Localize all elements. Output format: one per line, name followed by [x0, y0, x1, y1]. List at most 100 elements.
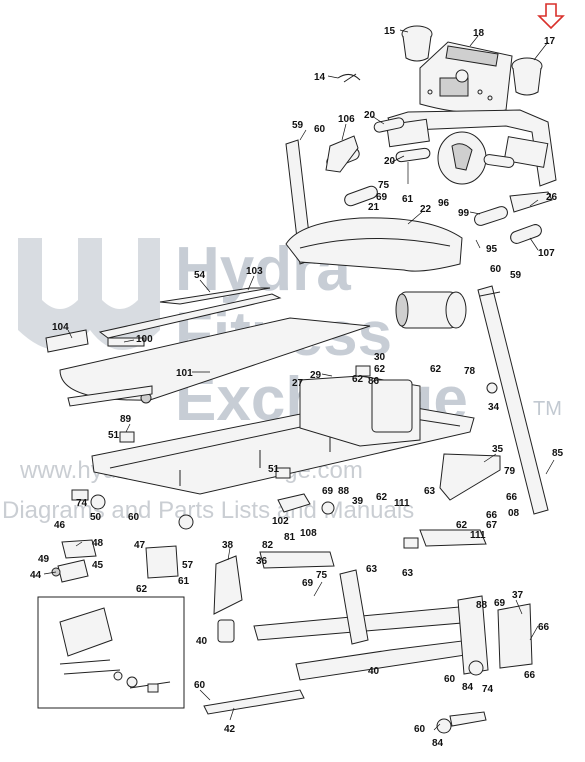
inset-cap-b: [126, 676, 138, 688]
callout-103: 103: [246, 266, 263, 277]
foot-bracket: [449, 711, 487, 727]
belt-edge: [67, 385, 153, 407]
callout-62d: 62: [376, 492, 388, 503]
callout-99: 99: [458, 208, 470, 219]
callout-102: 102: [272, 516, 289, 527]
callout-69d: 69: [494, 598, 506, 609]
motor-section: [285, 217, 467, 329]
clip-30: [355, 365, 371, 377]
callout-08: 08: [508, 508, 520, 519]
end-cap-right: [510, 224, 542, 244]
watermark-logo: [18, 238, 160, 350]
callout-61: 61: [402, 194, 414, 205]
callout-78: 78: [464, 366, 476, 377]
console-speaker: [455, 69, 469, 83]
callout-62c: 62: [430, 364, 442, 375]
callout-numbers: 15 18 17 14 20 59 60 106 20 75 69 21 61 …: [30, 26, 564, 749]
handle-left-upper: [373, 117, 405, 133]
callout-59: 59: [292, 120, 304, 131]
callout-89: 89: [120, 414, 132, 425]
wheel-39: [321, 501, 335, 515]
indicator-arrow-icon: [537, 3, 565, 30]
rail-guide: [419, 529, 487, 547]
callout-60d: 60: [444, 674, 456, 685]
callout-30: 30: [374, 352, 386, 363]
callout-34: 34: [488, 402, 500, 413]
callout-50: 50: [90, 512, 102, 523]
center-fan: [451, 143, 473, 171]
handle-right: [483, 154, 515, 168]
bolt-34: [486, 382, 498, 394]
upright-right: [477, 285, 549, 515]
callout-63c: 63: [402, 568, 414, 579]
motor-pulley: [395, 293, 409, 327]
callout-84: 84: [462, 682, 474, 693]
callout-20b: 20: [384, 156, 396, 167]
callout-66: 66: [506, 492, 518, 503]
incline-bracket-38: [213, 555, 243, 615]
inset-cap-a: [113, 671, 123, 681]
side-rail-left: [159, 287, 271, 305]
handle-left-lower: [395, 147, 431, 163]
console-button: [477, 89, 483, 95]
callout-20: 20: [364, 110, 376, 121]
callout-29: 29: [310, 370, 322, 381]
callout-51b: 51: [268, 464, 280, 475]
callout-81: 81: [284, 532, 296, 543]
callout-38: 38: [222, 540, 234, 551]
rear-cap: [107, 337, 145, 347]
console-lcd: [439, 77, 469, 97]
lift-bracket-51b: [275, 467, 291, 479]
grip-cover-lower: [344, 185, 378, 207]
callout-60c: 60: [128, 512, 140, 523]
callout-27: 27: [292, 378, 304, 389]
callout-60f: 60: [414, 724, 426, 735]
callout-108: 108: [300, 528, 317, 539]
callout-107: 107: [538, 248, 555, 259]
callout-111b: 111: [470, 530, 486, 541]
console-button: [427, 89, 433, 95]
callout-17: 17: [544, 36, 556, 47]
safety-key: [337, 73, 361, 83]
callout-66c: 66: [538, 622, 550, 633]
lift-bracket-51a: [119, 431, 135, 443]
callout-61: 61: [178, 576, 190, 587]
callout-44: 44: [30, 570, 42, 581]
side-arm-right: [509, 191, 553, 213]
small-parts: [71, 365, 498, 549]
callout-22: 22: [420, 204, 432, 215]
callout-101: 101: [176, 368, 193, 379]
callout-75b: 75: [316, 570, 328, 581]
callout-18: 18: [473, 28, 485, 39]
controller-board: [59, 607, 113, 657]
watermark-tagline: Diagrams and Parts Lists and Manuals: [2, 497, 414, 524]
callout-95: 95: [486, 244, 498, 255]
clip-111: [403, 537, 419, 549]
callout-96: 96: [438, 198, 450, 209]
deck-belt: [45, 287, 371, 407]
callout-39: 39: [352, 496, 364, 507]
callout-86: 86: [368, 376, 380, 387]
wheel-84b: [436, 718, 452, 734]
base-frame: [203, 569, 533, 734]
callout-82: 82: [262, 540, 274, 551]
wheel-84a: [468, 660, 484, 676]
electronics-inset: [37, 596, 185, 709]
callout-60b: 60: [490, 264, 502, 275]
callout-15: 15: [384, 26, 396, 37]
callout-79: 79: [504, 466, 516, 477]
callout-88: 88: [338, 486, 350, 497]
console-display-cover: [445, 45, 499, 67]
callout-62e: 62: [456, 520, 468, 531]
motor-hood: [285, 217, 463, 272]
wheel-50b: [178, 514, 194, 530]
callout-leaders: [43, 29, 555, 731]
callout-51: 51: [108, 430, 120, 441]
callout-42: 42: [224, 724, 236, 735]
callout-48: 48: [92, 538, 104, 549]
grip-cover-right: [474, 206, 508, 226]
callout-49: 49: [38, 554, 50, 565]
inset-border: [37, 596, 185, 709]
callout-66b: 66: [486, 510, 498, 521]
